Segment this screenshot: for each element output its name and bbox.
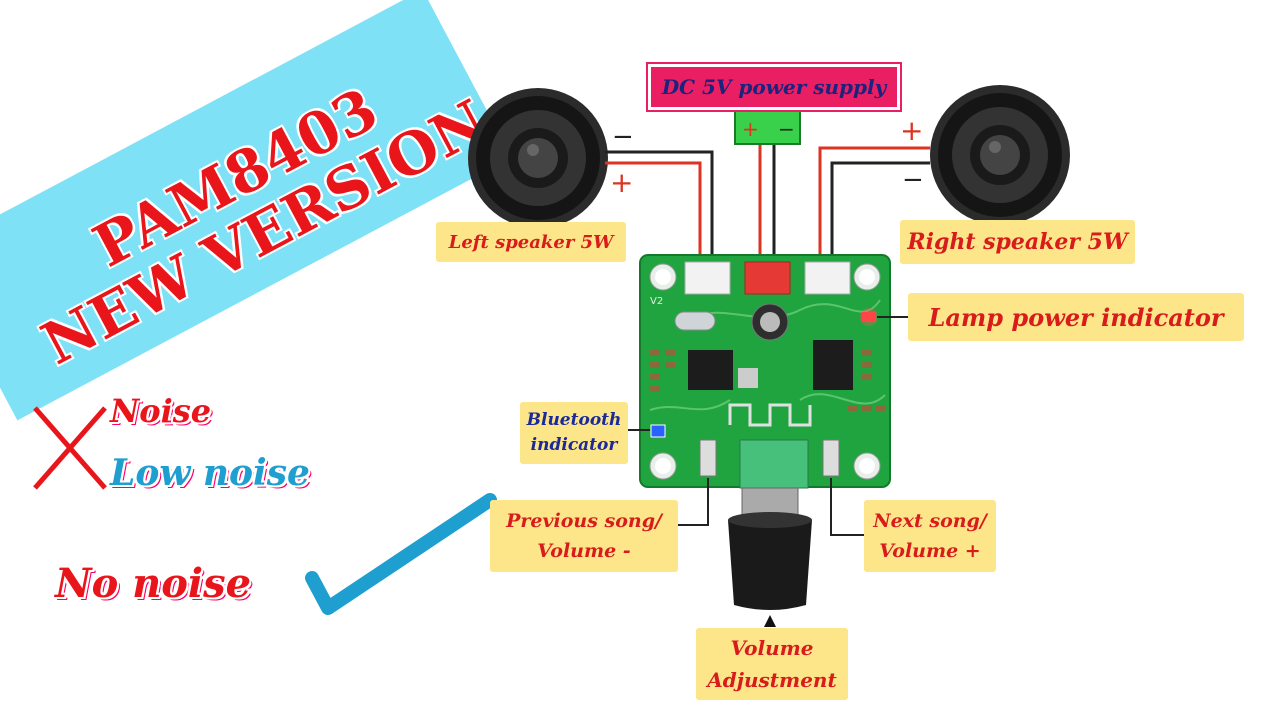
right-minus-wire <box>830 161 930 262</box>
left-speaker-connector <box>684 261 731 295</box>
volume-label-line-1: Volume <box>730 636 814 660</box>
volume-knob <box>728 520 812 610</box>
power-minus-sign: − <box>778 117 795 141</box>
next-button-shape <box>822 439 840 477</box>
lamp-led <box>862 312 876 322</box>
right-speaker-icon <box>930 85 1070 225</box>
right-minus-sign: − <box>902 165 924 195</box>
bluetooth-label-line-2: indicator <box>530 435 618 455</box>
power-plus-sign: + <box>742 117 759 141</box>
volume-adjustment-label: Volume Adjustment <box>696 628 848 700</box>
left-minus-sign: − <box>612 122 634 152</box>
bluetooth-label-line-1: Bluetooth <box>526 410 622 430</box>
bluetooth-indicator-label: Bluetooth indicator <box>520 402 628 464</box>
next-label-line-2: Volume + <box>879 540 981 562</box>
potentiometer-body <box>739 439 809 489</box>
no-noise-text: No noise <box>55 560 252 607</box>
right-speaker-label: Right speaker 5W <box>900 220 1135 264</box>
bluetooth-led <box>650 424 666 438</box>
right-speaker-connector <box>804 261 851 295</box>
next-label-line-1: Next song/ <box>873 510 987 532</box>
noise-text: Noise <box>110 392 212 430</box>
left-speaker-label: Left speaker 5W <box>436 222 626 262</box>
board-version: V2 <box>650 296 663 307</box>
power-supply-label: DC 5V power supply <box>648 64 900 110</box>
left-minus-wire <box>605 150 714 262</box>
previous-button-shape <box>699 439 717 477</box>
right-plus-sign: + <box>900 114 923 147</box>
cross-icon <box>33 406 107 490</box>
power-input-connector <box>744 261 791 295</box>
previous-song-label: Previous song/ Volume - <box>490 500 678 572</box>
check-icon <box>305 493 497 615</box>
left-plus-wire <box>605 161 702 262</box>
lamp-indicator-label: Lamp power indicator <box>908 293 1244 341</box>
left-speaker-icon <box>468 88 608 228</box>
volume-label-line-2: Adjustment <box>707 668 837 692</box>
right-plus-wire <box>818 146 930 262</box>
next-song-label: Next song/ Volume + <box>864 500 996 572</box>
left-plus-sign: + <box>610 166 633 199</box>
low-noise-text: Low noise <box>110 452 310 494</box>
power-connector <box>734 109 801 145</box>
previous-label-line-2: Volume - <box>537 540 631 562</box>
previous-label-line-1: Previous song/ <box>506 510 662 532</box>
